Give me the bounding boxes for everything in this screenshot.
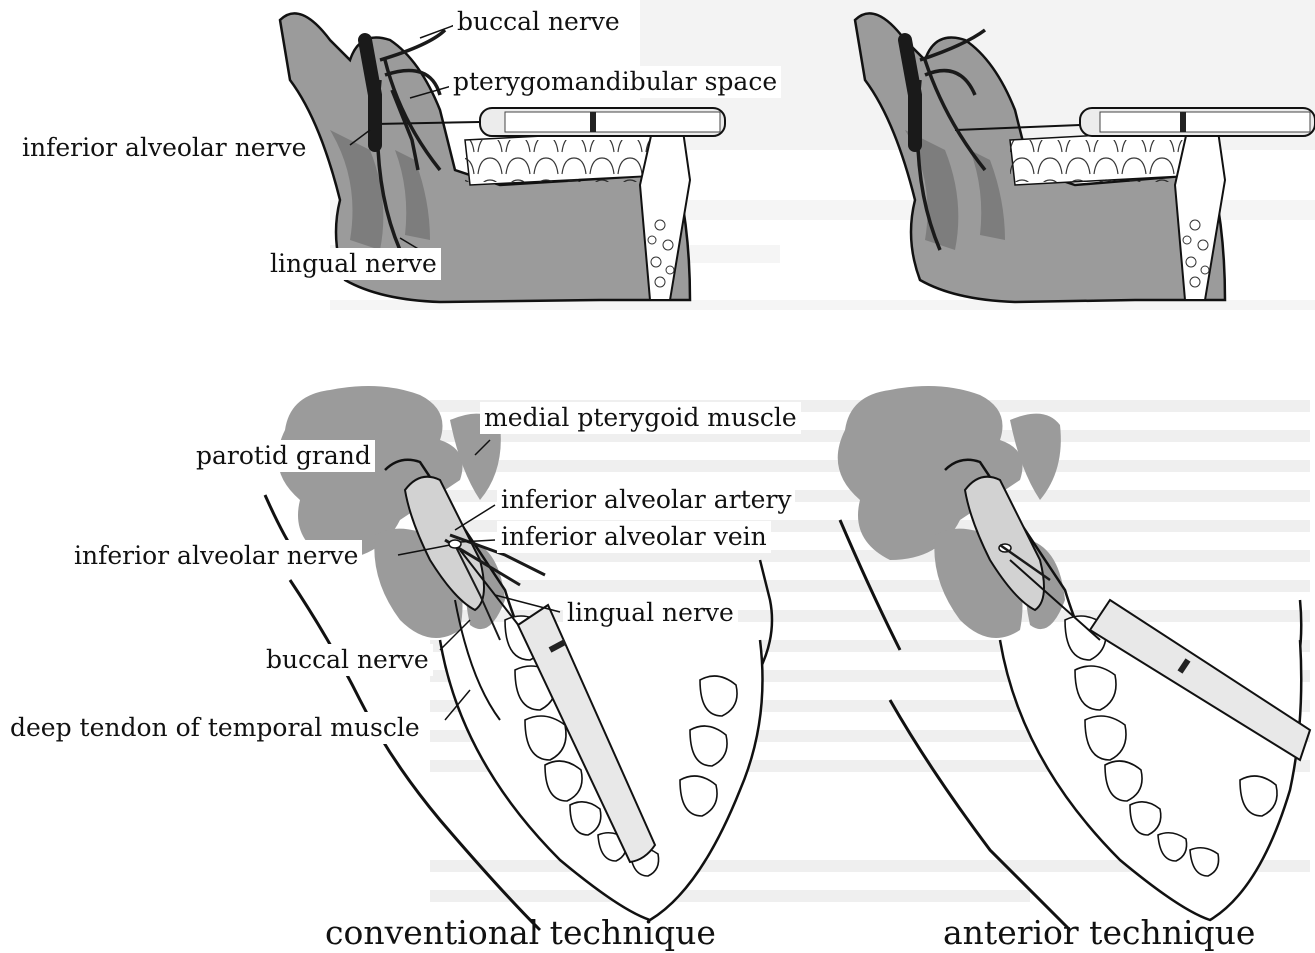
label-inferior-alveolar-vein: inferior alveolar vein bbox=[497, 521, 771, 553]
label-deep-tendon: deep tendon of temporal muscle bbox=[6, 712, 424, 744]
label-buccal-nerve-bottom: buccal nerve bbox=[262, 644, 433, 676]
label-inferior-alveolar-nerve-bottom: inferior alveolar nerve bbox=[70, 540, 362, 572]
label-inferior-alveolar-artery: inferior alveolar artery bbox=[497, 484, 795, 516]
label-inferior-alveolar-nerve-top: inferior alveolar nerve bbox=[18, 132, 310, 164]
label-pterygomandibular-space: pterygomandibular space bbox=[449, 66, 781, 98]
caption-conventional: conventional technique bbox=[325, 913, 716, 953]
label-buccal-nerve-top: buccal nerve bbox=[453, 6, 624, 38]
label-medial-pterygoid-muscle: medial pterygoid muscle bbox=[480, 402, 801, 434]
label-lingual-nerve-bottom: lingual nerve bbox=[563, 597, 738, 629]
label-parotid-grand: parotid grand bbox=[192, 440, 375, 472]
caption-anterior: anterior technique bbox=[943, 913, 1255, 953]
label-lingual-nerve-top: lingual nerve bbox=[266, 248, 441, 280]
